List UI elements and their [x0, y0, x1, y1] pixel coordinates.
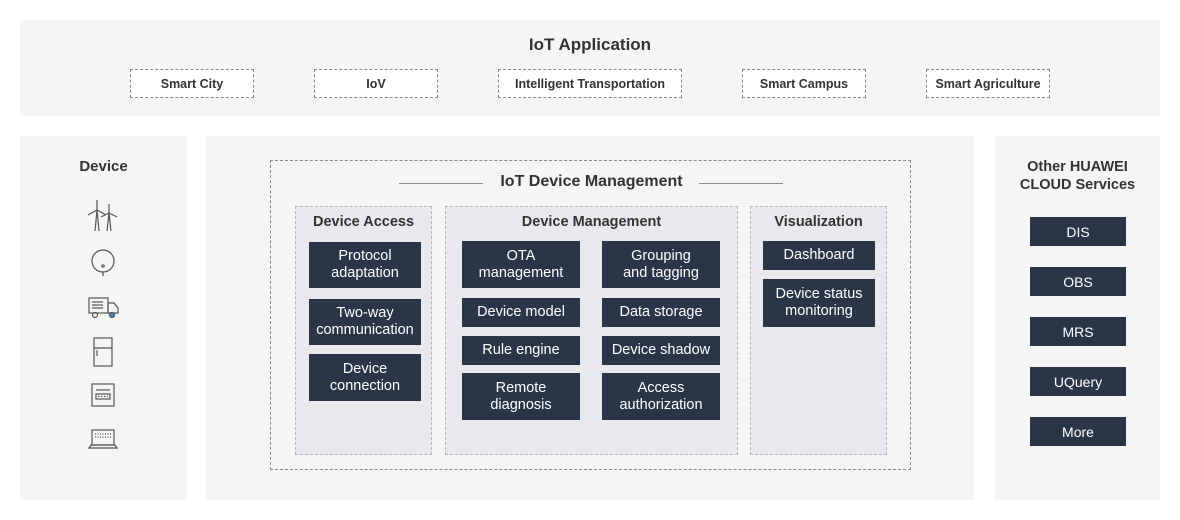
service-more: More: [1030, 417, 1126, 446]
access-authorization-box: Access authorization: [602, 373, 720, 420]
iot-device-management-title: IoT Device Management: [500, 173, 683, 190]
pos-terminal-icon: [86, 378, 120, 412]
app-iov: IoV: [314, 69, 438, 98]
device-connection-box: Device connection: [309, 354, 421, 401]
service-uquery: UQuery: [1030, 367, 1126, 396]
iot-device-management-panel: IoT Device Management Device Access Prot…: [206, 136, 974, 500]
device-model-box: Device model: [462, 298, 580, 327]
device-panel: Device: [20, 136, 187, 500]
truck-icon: [86, 290, 120, 324]
iot-application-panel: IoT Application Smart City IoV Intellige…: [20, 20, 1160, 116]
ota-management-box: OTA management: [462, 241, 580, 288]
title-rule-left: [399, 183, 483, 184]
service-obs: OBS: [1030, 267, 1126, 296]
device-shadow-box: Device shadow: [602, 336, 720, 365]
cloud-services-panel: Other HUAWEI CLOUD Services DIS OBS MRS …: [995, 136, 1160, 500]
cloud-services-title: Other HUAWEI CLOUD Services: [1019, 159, 1136, 193]
app-intelligent-transportation: Intelligent Transportation: [498, 69, 682, 98]
service-dis: DIS: [1030, 217, 1126, 246]
wind-turbine-icon: [86, 198, 120, 232]
device-access-title: Device Access: [312, 214, 415, 230]
device-title: Device: [79, 158, 128, 175]
device-management-title: Device Management: [521, 214, 662, 230]
remote-diagnosis-box: Remote diagnosis: [462, 373, 580, 420]
dashboard-box: Dashboard: [763, 241, 875, 270]
app-smart-city: Smart City: [130, 69, 254, 98]
grouping-and-tagging-box: Grouping and tagging: [602, 241, 720, 288]
app-smart-agriculture: Smart Agriculture: [926, 69, 1050, 98]
visualization-group: Visualization Dashboard Device status mo…: [750, 206, 887, 455]
two-way-communication-box: Two-way communication: [309, 299, 421, 345]
app-smart-campus: Smart Campus: [742, 69, 866, 98]
iot-device-management-frame: IoT Device Management Device Access Prot…: [270, 160, 911, 470]
device-status-monitoring-box: Device status monitoring: [763, 279, 875, 327]
service-mrs: MRS: [1030, 317, 1126, 346]
device-management-group: Device Management OTA management Device …: [445, 206, 738, 455]
gas-meter-icon: [86, 244, 120, 278]
title-rule-right: [699, 183, 783, 184]
laptop-icon: [86, 422, 120, 456]
rule-engine-box: Rule engine: [462, 336, 580, 365]
visualization-title: Visualization: [774, 214, 863, 230]
data-storage-box: Data storage: [602, 298, 720, 327]
refrigerator-icon: [86, 334, 120, 368]
iot-application-title: IoT Application: [528, 35, 652, 54]
device-access-group: Device Access Protocol adaptation Two-wa…: [295, 206, 432, 455]
protocol-adaptation-box: Protocol adaptation: [309, 242, 421, 288]
